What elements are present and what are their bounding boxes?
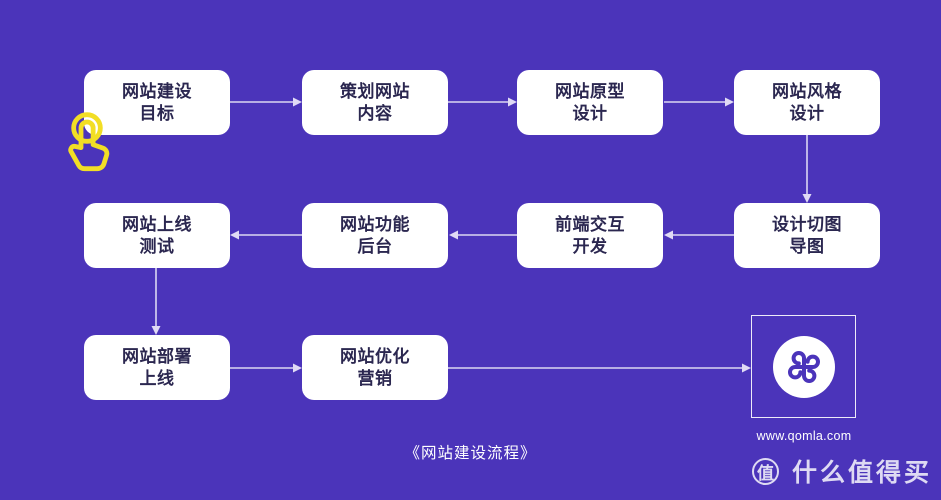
flow-node-label: 网站优化 bbox=[340, 346, 410, 366]
flow-node-label: 网站建设 bbox=[122, 81, 192, 101]
flow-node-label: 目标 bbox=[139, 103, 175, 123]
flow-node-backend: 网站功能 后台 bbox=[302, 203, 448, 268]
flow-node-marketing: 网站优化 营销 bbox=[302, 335, 448, 400]
flow-node-label: 设计切图 bbox=[772, 214, 842, 234]
flow-node-label: 营销 bbox=[357, 368, 393, 388]
smzdm-watermark: 值 什么值得买 bbox=[751, 453, 932, 489]
qomla-logo-icon bbox=[772, 335, 835, 398]
tap-hand-icon bbox=[68, 112, 110, 172]
flow-node-frontend: 前端交互 开发 bbox=[517, 203, 663, 268]
flow-node-slicing: 设计切图 导图 bbox=[734, 203, 880, 268]
flow-node-label: 网站功能 bbox=[340, 214, 410, 234]
diagram-caption: 《网站建设流程》 bbox=[404, 445, 537, 462]
flow-node-label: 内容 bbox=[357, 103, 393, 123]
flow-node-label: 策划网站 bbox=[340, 81, 410, 101]
flow-node-style: 网站风格 设计 bbox=[734, 70, 880, 135]
flow-node-label: 网站部署 bbox=[122, 346, 192, 366]
flow-node-prototype: 网站原型 设计 bbox=[517, 70, 663, 135]
flow-node-plan: 策划网站 内容 bbox=[302, 70, 448, 135]
qomla-url-label: www.qomla.com bbox=[756, 429, 852, 443]
smzdm-logo-icon: 值 bbox=[751, 457, 779, 485]
qomla-logo-frame bbox=[751, 315, 856, 418]
flow-node-label: 上线 bbox=[139, 368, 175, 388]
flow-node-label: 后台 bbox=[357, 236, 393, 256]
flow-node-label: 设计 bbox=[572, 103, 608, 123]
smzdm-watermark-label: 什么值得买 bbox=[791, 459, 932, 487]
flow-node-label: 导图 bbox=[789, 236, 825, 256]
flow-node-label: 网站风格 bbox=[772, 81, 842, 101]
flow-node-deploy: 网站部署 上线 bbox=[84, 335, 230, 400]
flow-node-launch-test: 网站上线 测试 bbox=[84, 203, 230, 268]
flow-node-label: 前端交互 bbox=[555, 214, 625, 234]
flow-node-label: 设计 bbox=[789, 103, 825, 123]
flow-node-label: 网站原型 bbox=[555, 81, 625, 101]
flow-node-label: 网站上线 bbox=[122, 214, 192, 234]
flow-node-label: 测试 bbox=[139, 236, 175, 256]
flow-node-label: 开发 bbox=[572, 236, 608, 256]
flow-node-goal: 网站建设 目标 bbox=[84, 70, 230, 135]
